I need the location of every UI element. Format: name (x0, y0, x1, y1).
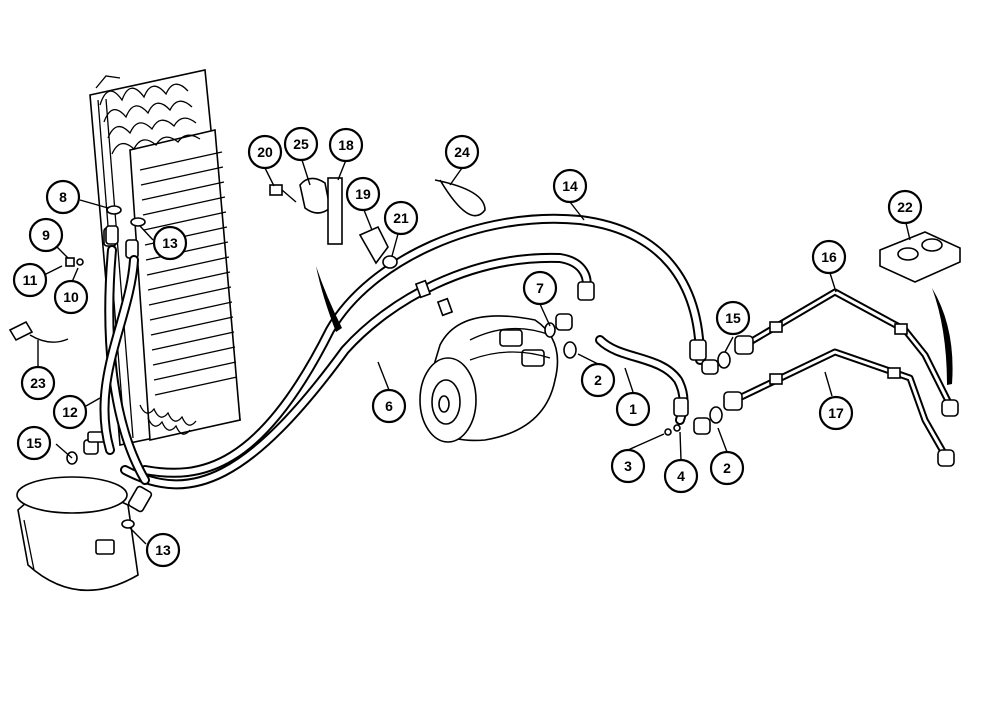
callout-24: 24 (444, 134, 480, 170)
callout-3: 3 (610, 448, 646, 484)
svg-text:15: 15 (725, 310, 741, 326)
callout-9: 9 (28, 217, 64, 253)
callout-7: 7 (522, 270, 558, 306)
callout-2: 2 (709, 450, 745, 486)
svg-text:6: 6 (385, 398, 393, 414)
callout-25: 25 (283, 126, 319, 162)
callout-2: 2 (580, 362, 616, 398)
callout-10: 10 (53, 279, 89, 315)
callout-21: 21 (383, 200, 419, 236)
svg-text:4: 4 (677, 468, 685, 484)
callout-19: 19 (345, 176, 381, 212)
callout-6: 6 (371, 388, 407, 424)
svg-text:14: 14 (562, 178, 578, 194)
callout-17: 17 (818, 395, 854, 431)
svg-text:8: 8 (59, 189, 67, 205)
callout-20: 20 (247, 134, 283, 170)
svg-text:16: 16 (821, 249, 837, 265)
svg-text:12: 12 (62, 404, 78, 420)
svg-text:10: 10 (63, 289, 79, 305)
callout-12: 12 (52, 394, 88, 430)
callout-13: 13 (152, 225, 188, 261)
small-parts (8, 177, 961, 385)
svg-text:1: 1 (629, 401, 637, 417)
svg-text:17: 17 (828, 405, 844, 421)
callout-15: 15 (715, 300, 751, 336)
svg-text:13: 13 (162, 235, 178, 251)
callout-23: 23 (20, 365, 56, 401)
svg-text:24: 24 (454, 144, 470, 160)
callout-1: 1 (615, 391, 651, 427)
leader-lines (37, 159, 911, 545)
callout-14: 14 (552, 168, 588, 204)
callout-13: 13 (145, 532, 181, 568)
callout-18: 18 (328, 127, 364, 163)
callout-labels: 1 2 2 3 4 6 7 8 9 10 11 12 13 13 14 15 1… (12, 126, 923, 568)
svg-text:3: 3 (624, 458, 632, 474)
svg-text:15: 15 (26, 435, 42, 451)
fittings (66, 225, 731, 529)
receiver-dryer (16, 431, 139, 592)
callout-11: 11 (12, 262, 48, 298)
svg-text:22: 22 (897, 199, 913, 215)
svg-text:9: 9 (42, 227, 50, 243)
callout-4: 4 (663, 458, 699, 494)
svg-text:7: 7 (536, 280, 544, 296)
svg-text:13: 13 (155, 542, 171, 558)
svg-text:2: 2 (723, 460, 731, 476)
svg-text:18: 18 (338, 137, 354, 153)
hose-assembly (99, 213, 705, 490)
svg-text:25: 25 (293, 136, 309, 152)
callout-22: 22 (887, 189, 923, 225)
callout-15: 15 (16, 425, 52, 461)
svg-text:23: 23 (30, 375, 46, 391)
callout-8: 8 (45, 179, 81, 215)
svg-text:2: 2 (594, 372, 602, 388)
svg-text:20: 20 (257, 144, 273, 160)
svg-text:19: 19 (355, 186, 371, 202)
rigid-tubes (723, 288, 959, 467)
compressor (419, 315, 559, 443)
svg-text:11: 11 (23, 272, 38, 288)
svg-text:21: 21 (393, 210, 409, 226)
callout-16: 16 (811, 239, 847, 275)
